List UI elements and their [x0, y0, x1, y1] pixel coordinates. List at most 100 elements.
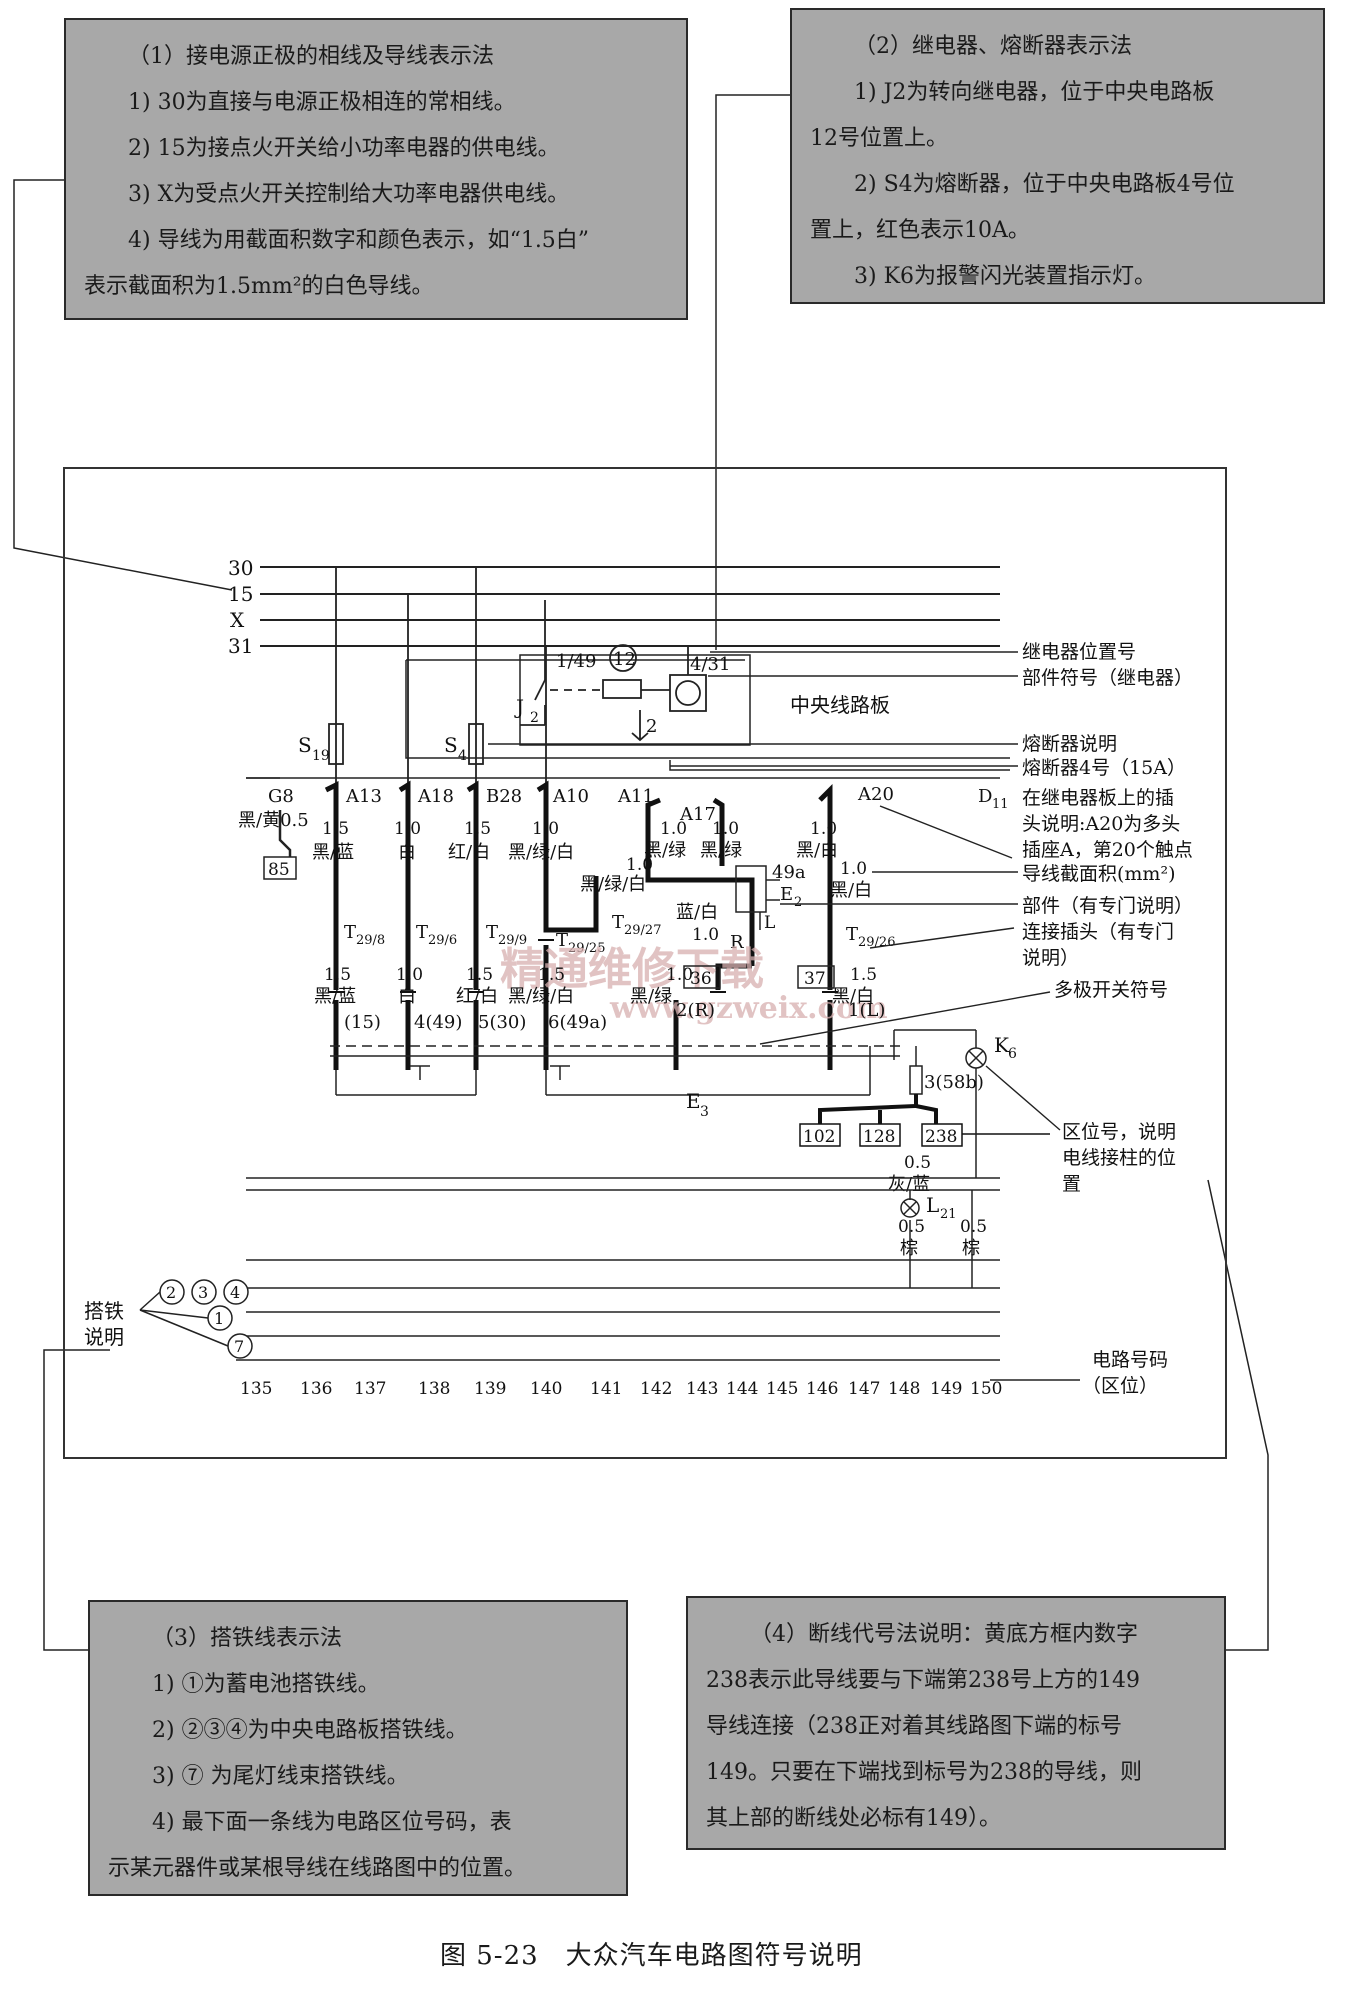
terminal-b28: B28 [486, 786, 522, 807]
terminal-d11: D [978, 786, 992, 807]
connector-t29-26: T [846, 924, 858, 945]
diagram-frame [63, 467, 1227, 1459]
lamp-k6-label: K [994, 1033, 1010, 1057]
wire-9-size: 1.0 [840, 859, 867, 879]
callout-connector-2: 说明） [1022, 947, 1079, 969]
callout-relay-position: 继电器位置号 [1022, 641, 1136, 663]
wire-3-color: 红/白 [448, 842, 490, 863]
note-power-lines: （1）接电源正极的相线及导线表示法 1) 30为直接与电源正极相连的常相线。 2… [64, 18, 688, 320]
circuit-number: 140 [530, 1379, 562, 1399]
connector-t29-25: T [556, 930, 568, 951]
ground-label-line-2: 说明 [84, 1325, 124, 1349]
pin-3-58b: 3(58b) [924, 1072, 984, 1093]
callout-fuse-desc: 熔断器说明 [1022, 733, 1117, 755]
connector-t29-25-sub: 29/25 [568, 941, 605, 956]
ground-circle-7: 7 [234, 1337, 244, 1356]
relay-symbol-j: J [514, 695, 524, 719]
relay-symbol-j-sub: 2 [530, 710, 539, 726]
connector-t29-8: T [344, 922, 356, 943]
note-ground-lines: （3）搭铁线表示法 1) ①为蓄电池搭铁线。 2) ②③④为中央电路板搭铁线。 … [88, 1600, 628, 1896]
note-3-title: （3）搭铁线表示法 [152, 1626, 342, 1651]
wire-8-color: 黑/绿/白 [580, 874, 646, 895]
label-e2-sub: 2 [794, 895, 802, 910]
callout-socket-desc-3: 插座A，第20个触点 [1022, 839, 1193, 861]
brown-wire-a-color: 棕 [900, 1238, 918, 1259]
lower-color-5: 黑/绿 [630, 986, 672, 1007]
terminal-a11: A11 [617, 786, 654, 807]
circuit-number: 145 [766, 1379, 798, 1399]
wire-4-size: 1.0 [532, 819, 559, 839]
supply-rails [260, 566, 1000, 647]
callout-socket-desc-1: 在继电器板上的插 [1022, 787, 1174, 809]
circuit-number: 149 [930, 1379, 962, 1399]
callout-component-symbol: 部件符号（继电器） [1022, 667, 1193, 689]
fuses [328, 567, 547, 785]
terminal-a13: A13 [345, 786, 382, 807]
wire-4-color: 黑/绿/白 [508, 842, 574, 863]
circuit-number: 137 [354, 1379, 386, 1399]
lamp-l21-sub: 21 [940, 1207, 957, 1222]
circuit-number: 144 [726, 1379, 758, 1399]
wire-10-color: 蓝/白 [676, 902, 718, 923]
note-2-line-2b: 置上，红色表示10A。 [810, 218, 1030, 243]
wire-2-size: 1.0 [394, 819, 421, 839]
lower-size-5: 1.0 [666, 965, 693, 985]
connector-t29-6: T [416, 922, 428, 943]
note-4-line-2: 238表示此导线要与下端第238号上方的149 [706, 1668, 1140, 1693]
watermark-url: www.gzweix.com [609, 991, 888, 1026]
box-238-label: 238 [925, 1127, 957, 1147]
note-4-line-3: 导线连接（238正对着其线路图下端的标号 [706, 1714, 1122, 1739]
callout-zone-3: 置 [1062, 1173, 1081, 1195]
ground-circle-3: 3 [198, 1283, 208, 1302]
rail-x-label: X [230, 608, 245, 632]
figure-caption: 图 5-23 大众汽车电路图符号说明 [440, 1941, 863, 1971]
lower-size-4: 1.5 [538, 965, 565, 985]
fuse-s4-label: S [444, 733, 458, 757]
note-2-line-1b: 12号位置上。 [810, 126, 948, 151]
lamp-l21 [900, 1198, 920, 1218]
circuit-number: 139 [474, 1379, 506, 1399]
ground-leaders [139, 1291, 229, 1347]
ground-symbols [159, 1279, 253, 1359]
callout-connector-1: 连接插头（有专门 [1022, 921, 1174, 943]
callout-leaders [488, 651, 1080, 1381]
wire-1-size: 1.5 [322, 819, 349, 839]
lower-rails [236, 1120, 1000, 1361]
connector-marks [328, 939, 838, 993]
lower-color-3: 红/白 [456, 986, 498, 1007]
wire-8-size: 1.0 [626, 855, 653, 875]
circuit-number: 135 [240, 1379, 272, 1399]
brown-wire-a-size: 0.5 [898, 1217, 925, 1237]
box-85-label: 85 [268, 860, 290, 880]
wire-10-size: 1.0 [692, 925, 719, 945]
switch-pin-5-30: 5(30) [478, 1012, 526, 1033]
switch-pin-15: (15) [344, 1012, 381, 1033]
brown-wire-b-color: 棕 [962, 1238, 980, 1259]
relay-position-12: 12 [613, 649, 636, 670]
rail-31-label: 31 [228, 634, 253, 658]
note-3-line-2: 2) ②③④为中央电路板搭铁线。 [152, 1718, 468, 1743]
lower-size-2: 1.0 [396, 965, 423, 985]
wire-6-size: 1.0 [712, 819, 739, 839]
callout-circuit-number-1: 电路号码 [1092, 1349, 1168, 1371]
fuse-s19-label: S [298, 733, 312, 757]
lamp-k6-sub: 6 [1008, 1046, 1017, 1062]
multipole-switch-e3 [330, 1029, 920, 1096]
switch-e3-sub: 3 [700, 1104, 709, 1120]
note-2-line-3: 3) K6为报警闪光装置指示灯。 [854, 264, 1157, 289]
wire-0-5-grey-blue-size: 0.5 [904, 1153, 931, 1173]
ground-label-line-1: 搭铁 [84, 1299, 124, 1323]
wire-7-size: 1.0 [810, 819, 837, 839]
note-leader-lines [13, 94, 1269, 1651]
note-relay-fuse: （2）继电器、熔断器表示法 1) J2为转向继电器，位于中央电路板 12号位置上… [790, 8, 1325, 304]
lower-color-1: 黑/蓝 [314, 986, 356, 1007]
note-2-line-1a: 1) J2为转向继电器，位于中央电路板 [854, 80, 1215, 105]
wire-grey-blue-color: 灰/蓝 [888, 1174, 930, 1195]
rail-30-label: 30 [228, 556, 253, 580]
central-board-label: 中央线路板 [790, 693, 890, 717]
circuit-number: 136 [300, 1379, 332, 1399]
label-l: L [764, 913, 775, 933]
circuit-number: 150 [970, 1379, 1002, 1399]
circuit-number: 143 [686, 1379, 718, 1399]
